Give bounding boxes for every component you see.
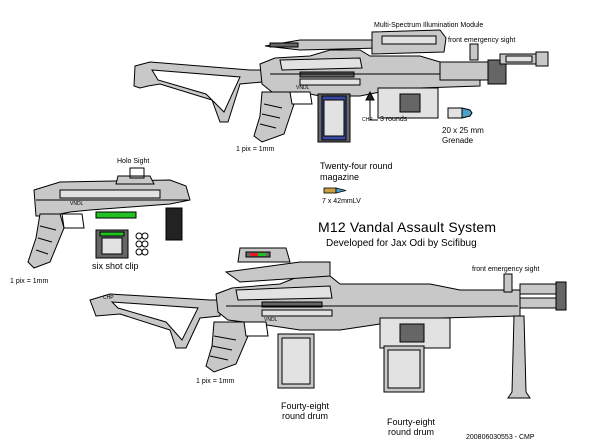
front-sight-label-bottom: front emergency sight — [472, 266, 540, 273]
stamp-vndl-top: VNDL — [296, 85, 310, 91]
drum-right-label-line2: round drum — [387, 427, 435, 437]
scale-label-top: 1 pix = 1mm — [236, 146, 275, 153]
page-subtitle: Developed for Jax Odi by Scifibug — [326, 238, 477, 249]
bipod — [507, 315, 531, 399]
bottom-rifle-drum-left — [277, 333, 315, 389]
drum-right-label-line1: Fourty-eight — [386, 417, 436, 427]
signature: 200806030553 - CMP — [466, 434, 535, 441]
compact-rifle — [27, 167, 191, 269]
front-sight-label-top: front emergency sight — [448, 37, 516, 44]
top-rifle-magazine — [317, 93, 351, 143]
bottom-rifle-grip — [205, 321, 249, 373]
ammo-label: 7 x 42mmLV — [322, 198, 361, 205]
bottom-rifle — [89, 247, 567, 399]
stamp-chp-bottom: CHP — [103, 295, 114, 301]
holo-sight-label: Holo Sight — [117, 158, 150, 165]
illumination-module-label: Multi-Spectrum Illumination Module — [374, 22, 484, 29]
scale-label-left: 1 pix = 1mm — [10, 278, 49, 285]
stamp-vndl-left: VNDL — [70, 201, 84, 207]
grenade-caliber-label: 20 x 25 mm — [442, 126, 484, 135]
top-rifle — [133, 29, 549, 143]
magazine-label-line2: magazine — [320, 172, 360, 182]
six-shot-clip — [95, 229, 149, 259]
drum-left-label-line1: Fourty-eight — [280, 401, 330, 411]
grenade-type-label: Grenade — [442, 136, 474, 145]
page-title: M12 Vandal Assault System — [318, 219, 497, 235]
six-shot-clip-label: six shot clip — [92, 261, 139, 271]
drum-left-label-line2: round drum — [281, 411, 329, 421]
stamp-chp-top: CHP — [362, 117, 373, 123]
grenade-rounds-label: 3 rounds — [380, 116, 408, 123]
grenade-round — [447, 107, 473, 119]
holo-sight — [115, 175, 155, 185]
scale-label-bottom: 1 pix = 1mm — [196, 378, 235, 385]
stamp-vndl-bottom: VNDL — [264, 317, 278, 323]
magazine-label-line1: Twenty-four round — [320, 161, 393, 171]
rifle-cartridge — [323, 187, 347, 194]
bottom-rifle-drum-right — [383, 345, 425, 393]
